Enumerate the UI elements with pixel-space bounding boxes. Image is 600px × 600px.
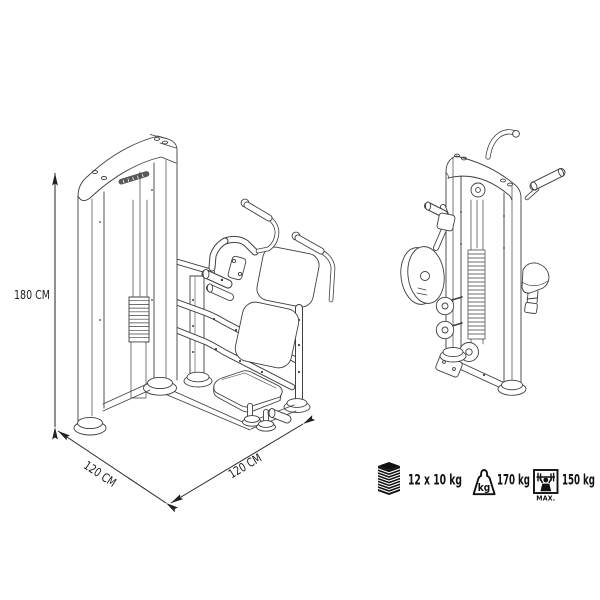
spec-legend: 12 x 10 kg kg 170 kg MAX. 1 (377, 462, 595, 503)
max-user-weight-icon (533, 469, 559, 494)
rear-view-top-handle (485, 129, 520, 160)
height-dimension: 180 CM (14, 173, 58, 440)
front-view-rear-post (183, 275, 213, 388)
machine-front-view (73, 134, 336, 436)
total-weight-label: 170 kg (497, 473, 530, 489)
front-view-tower (77, 134, 178, 430)
kg-weight-icon (472, 469, 496, 496)
rear-view-pulleys (435, 296, 479, 362)
kg-icon-text: kg (478, 482, 491, 494)
width-dimension: 120 CM (170, 415, 316, 504)
depth-dimension-label: 120 CM (81, 458, 119, 490)
rear-view-seat (521, 262, 550, 314)
rear-view-right-grip (524, 168, 566, 201)
max-caption: MAX. (536, 495, 555, 503)
rear-view-weight-stack (467, 199, 486, 345)
rear-view-top-pulley (470, 182, 486, 198)
rear-view-cam-assembly (400, 201, 456, 305)
height-dimension-label: 180 CM (14, 288, 50, 302)
front-view-pivot-assembly (175, 235, 259, 301)
front-view-seat-pad (234, 301, 300, 369)
front-view-weight-stack (128, 171, 150, 399)
depth-dimension: 120 CM (57, 430, 179, 513)
front-view-back-pad (256, 246, 320, 308)
rear-view-tower-feet (439, 346, 527, 396)
width-dimension-label: 120 CM (226, 451, 264, 482)
front-view-foot-platform (213, 370, 283, 413)
spec-weight-stack: 12 x 10 kg (377, 462, 462, 495)
spec-max-user-weight: MAX. 150 kg (533, 469, 595, 503)
weight-stack-label: 12 x 10 kg (408, 473, 462, 489)
machine-rear-view (400, 129, 566, 396)
front-view-near-handle (240, 198, 280, 254)
front-view-far-handle (291, 231, 336, 303)
spec-total-weight: kg 170 kg (472, 469, 530, 496)
weight-stack-icon (377, 462, 401, 495)
max-user-weight-label: 150 kg (562, 473, 595, 489)
